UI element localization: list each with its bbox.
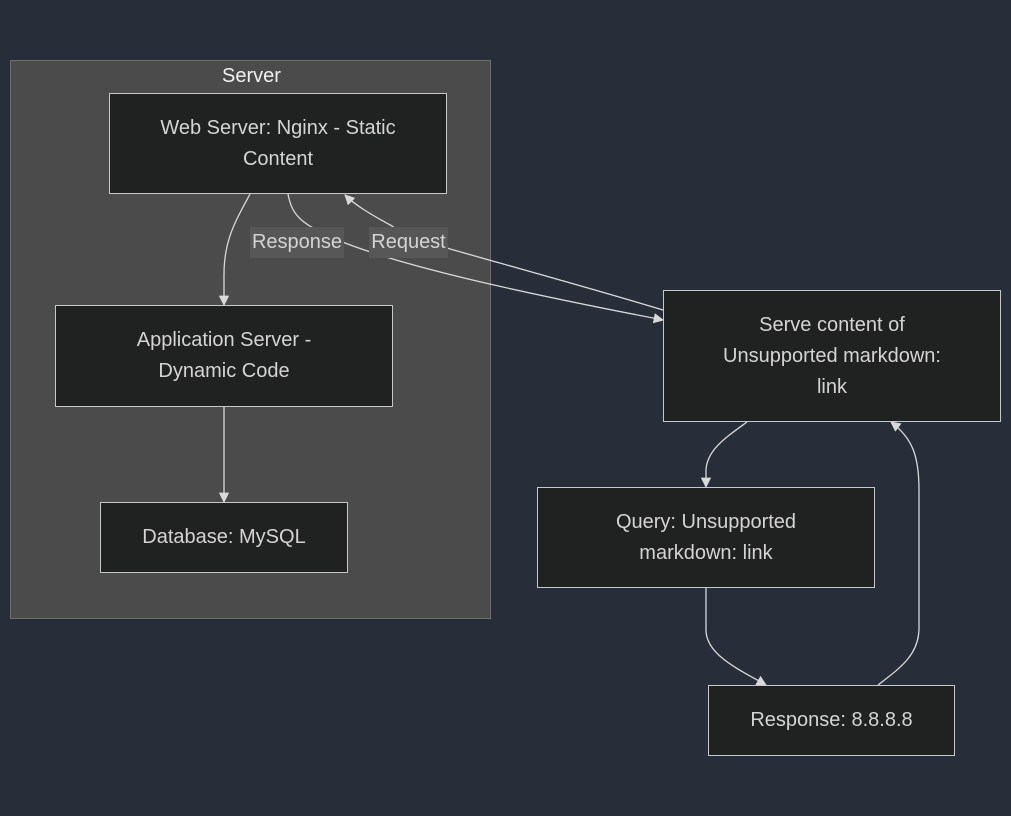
cluster-title: Server: [222, 65, 281, 87]
query-label: Query: Unsupported markdown: link: [615, 510, 797, 564]
edge-label-request: Request: [369, 227, 448, 258]
serve-content-node: Serve content of Unsupported markdown: l…: [663, 290, 1001, 422]
edge-label-response: Response: [250, 227, 344, 258]
response-dns-label: Response: 8.8.8.8: [750, 709, 913, 731]
query-node: Query: Unsupported markdown: link: [537, 487, 875, 588]
edge-web-to-app: [218, 193, 251, 307]
edge-serve-to-query: [700, 421, 748, 489]
web-server-node: Web Server: Nginx - Static Content: [109, 93, 447, 194]
response-dns-node: Response: 8.8.8.8: [708, 685, 955, 756]
edge-response: [287, 193, 665, 324]
serve-content-label: Serve content of Unsupported markdown: l…: [723, 313, 941, 398]
web-server-label: Web Server: Nginx - Static Content: [160, 116, 396, 170]
edge-response-to-serve: [877, 421, 920, 686]
database-label: Database: MySQL: [142, 526, 306, 548]
app-server-node: Application Server - Dynamic Code: [55, 305, 393, 407]
database-node: Database: MySQL: [100, 502, 348, 573]
edge-query-to-response: [705, 588, 767, 686]
app-server-label: Application Server - Dynamic Code: [136, 329, 312, 382]
